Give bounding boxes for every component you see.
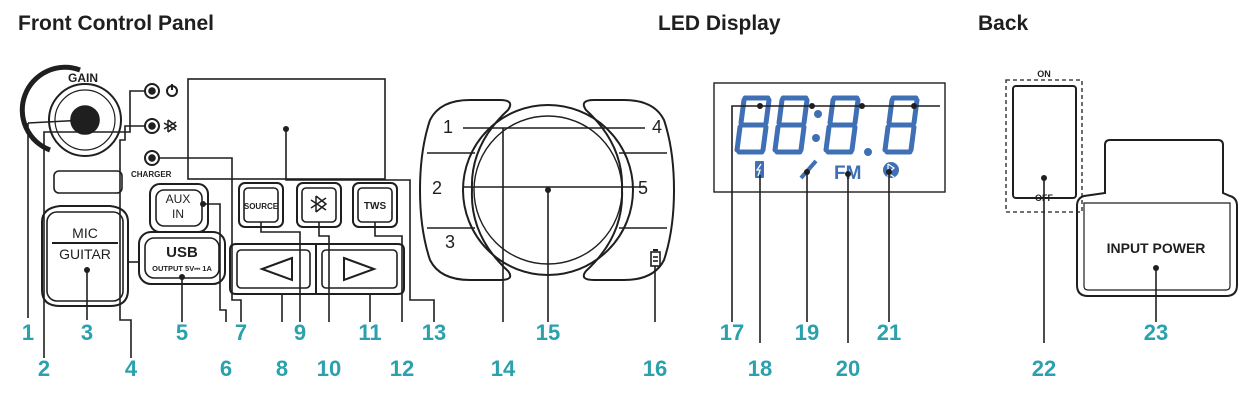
preset-1[interactable]: 1 xyxy=(443,117,453,137)
preset-ring xyxy=(418,99,676,281)
preset-4[interactable]: 4 xyxy=(652,117,662,137)
gain-knob[interactable] xyxy=(19,64,122,318)
callout-11: 11 xyxy=(358,320,382,345)
callout-14: 14 xyxy=(490,356,516,381)
charger-label: CHARGER xyxy=(131,170,172,179)
input-power-label: INPUT POWER xyxy=(1107,240,1206,256)
callout-10: 10 xyxy=(316,356,342,381)
mic-label: MIC xyxy=(72,225,98,241)
usb-output-label: OUTPUT 5V⎓ 1A xyxy=(152,264,212,273)
battery-icon xyxy=(650,249,661,267)
power-indicator xyxy=(43,83,178,358)
tws-label: TWS xyxy=(364,201,387,212)
callout-21: 21 xyxy=(876,320,902,345)
callout-5: 5 xyxy=(175,320,189,345)
callout-8: 8 xyxy=(275,356,289,381)
front-panel-title: Front Control Panel xyxy=(18,12,214,35)
prev-arrow-icon xyxy=(259,256,293,282)
callout-17: 17 xyxy=(719,320,745,345)
led-battery-icon xyxy=(755,161,764,178)
callout-9: 9 xyxy=(293,320,307,345)
callout-15: 15 xyxy=(535,320,561,345)
led-screen xyxy=(713,82,946,193)
charger-indicator xyxy=(144,150,242,322)
callout-19: 19 xyxy=(794,320,820,345)
top-slot xyxy=(53,170,123,194)
next-button[interactable] xyxy=(315,243,405,295)
preset-2[interactable]: 2 xyxy=(432,178,442,198)
source-label: SOURCE xyxy=(244,202,279,211)
callout-12: 12 xyxy=(389,356,415,381)
input-power-port[interactable] xyxy=(1076,139,1238,297)
callout-6: 6 xyxy=(219,356,233,381)
callout-23: 23 xyxy=(1143,320,1169,345)
callout-20: 20 xyxy=(835,356,861,381)
callout-3: 3 xyxy=(80,320,94,345)
preset-5[interactable]: 5 xyxy=(638,178,648,198)
switch-on-label: ON xyxy=(1037,69,1051,79)
prev-button[interactable] xyxy=(229,243,317,295)
aux-in-label: IN xyxy=(172,207,184,221)
back-title: Back xyxy=(978,12,1029,35)
guitar-label: GUITAR xyxy=(59,246,111,262)
callout-4: 4 xyxy=(124,356,138,381)
callout-18: 18 xyxy=(747,356,773,381)
callout-13: 13 xyxy=(421,320,447,345)
next-arrow-icon xyxy=(343,256,377,282)
bluetooth-button[interactable] xyxy=(296,182,342,228)
led-display-title: LED Display xyxy=(658,12,781,35)
usb-label: USB xyxy=(166,244,198,261)
callout-7: 7 xyxy=(234,320,248,345)
bluetooth-icon xyxy=(310,195,328,213)
aux-label: AUX xyxy=(166,192,191,206)
bluetooth-indicator xyxy=(119,118,178,358)
gain-label: GAIN xyxy=(68,71,98,85)
switch-off-label: OFF xyxy=(1035,193,1053,203)
callout-16: 16 xyxy=(642,356,668,381)
callout-22: 22 xyxy=(1031,356,1057,381)
preset-3[interactable]: 3 xyxy=(445,232,455,252)
callout-1: 1 xyxy=(21,320,35,345)
mic-guitar-jack[interactable] xyxy=(41,205,129,307)
callout-2: 2 xyxy=(37,356,51,381)
led-digits xyxy=(734,95,920,156)
